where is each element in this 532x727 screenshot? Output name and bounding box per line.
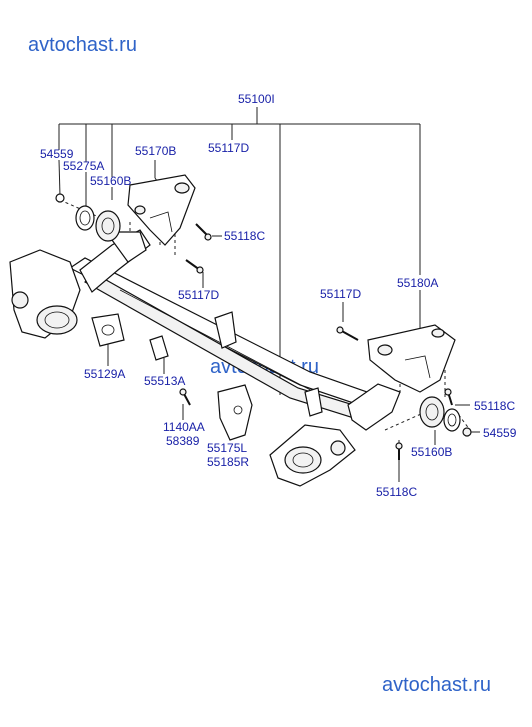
left-bushing-assembly xyxy=(55,193,121,242)
label-54559-right: 54559 xyxy=(483,426,517,440)
label-58389: 58389 xyxy=(166,434,200,448)
label-1140AA: 1140AA xyxy=(163,420,205,434)
watermark-top: avtochast.ru xyxy=(28,34,137,56)
label-55160B-left: 55160B xyxy=(90,174,131,188)
bracket-55180A xyxy=(367,324,456,393)
label-55129A: 55129A xyxy=(84,367,125,381)
beam-brackets xyxy=(91,311,323,441)
label-55175L: 55175L xyxy=(207,441,247,455)
label-55118C-upper: 55118C xyxy=(224,229,265,243)
label-55117D-top: 55117D xyxy=(208,141,249,155)
label-55100I: 55100I xyxy=(238,92,275,106)
label-55118C-right: 55118C xyxy=(474,399,515,413)
bolts xyxy=(179,223,472,460)
watermark-bottom: avtochast.ru xyxy=(382,674,491,696)
label-55118C-bottom: 55118C xyxy=(376,485,417,499)
right-bushing-assembly xyxy=(419,396,461,432)
label-55180A: 55180A xyxy=(397,276,438,290)
bracket-55170B xyxy=(127,174,196,246)
left-trailing-arm xyxy=(9,229,151,339)
label-55117D-right: 55117D xyxy=(320,287,361,301)
label-55185R: 55185R xyxy=(207,455,249,469)
label-54559-left: 54559 xyxy=(40,147,74,161)
right-trailing-arm xyxy=(269,383,401,487)
label-55170B: 55170B xyxy=(135,144,176,158)
label-55117D-mid: 55117D xyxy=(178,288,219,302)
part-labels: 55100I 54559 55275A 55160B 55170B 55117D… xyxy=(40,92,517,499)
label-55160B-right: 55160B xyxy=(411,445,452,459)
label-55513A: 55513A xyxy=(144,374,185,388)
label-55275A: 55275A xyxy=(63,159,104,173)
